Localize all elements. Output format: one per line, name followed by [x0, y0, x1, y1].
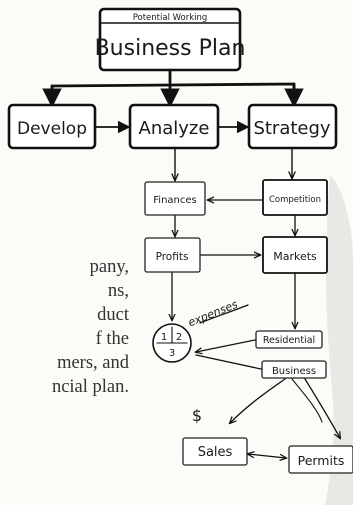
paragraph-line-5: mers, and	[57, 353, 129, 373]
paragraph-line-6: ncial plan.	[51, 377, 129, 397]
fraction-two: 2	[176, 332, 182, 343]
sales-box: Sales	[182, 437, 248, 466]
develop-box: Develop	[7, 103, 97, 150]
analyze-box: Analyze	[128, 103, 220, 150]
title-branches	[42, 68, 304, 108]
dollar-sign: $	[192, 406, 202, 425]
business-label: Business	[272, 366, 316, 377]
strategy-label: Strategy	[253, 118, 330, 139]
expenses-line	[199, 304, 249, 324]
arrow-business-permits	[304, 378, 340, 438]
markets-label: Markets	[273, 250, 317, 263]
fraction-circle: 1 2 3	[152, 323, 192, 363]
strategy-box: Strategy	[247, 103, 338, 150]
competition-label: Competition	[269, 195, 321, 205]
sales-label: Sales	[198, 445, 233, 460]
residential-box: Residential	[255, 330, 323, 349]
finances-box: Finances	[144, 181, 206, 216]
residential-label: Residential	[263, 335, 315, 346]
paragraph-line-2: ns,	[107, 281, 129, 301]
expenses-label: expenses	[186, 298, 240, 330]
paragraph-fragment: pany, ns, duct f the mers, and ncial pla…	[0, 255, 129, 399]
line-business-permits-2	[291, 378, 323, 423]
title-main: Business Plan	[95, 36, 246, 61]
title-caption: Potential Working	[133, 13, 208, 23]
title-box: Potential Working Business Plan	[95, 7, 246, 72]
analyze-label: Analyze	[139, 118, 210, 139]
arrow-business-sales	[230, 378, 286, 423]
markets-box: Markets	[262, 236, 328, 274]
paragraph-line-4: f the	[95, 329, 129, 349]
hand-shadow	[325, 175, 353, 505]
arrow-residential-fraction	[196, 339, 256, 352]
line-business-fraction	[195, 354, 262, 370]
profits-label: Profits	[156, 251, 189, 263]
finances-label: Finances	[153, 195, 196, 206]
profits-box: Profits	[144, 237, 201, 273]
arrow-sales-permits	[248, 454, 286, 458]
paragraph-line-3: duct	[97, 305, 129, 325]
business-box: Business	[261, 360, 327, 379]
paragraph-line-1: pany,	[89, 257, 129, 277]
fraction-three: 3	[169, 348, 175, 359]
develop-label: Develop	[17, 119, 87, 139]
permits-label: Permits	[298, 453, 345, 468]
permits-box: Permits	[288, 445, 353, 474]
fraction-one: 1	[161, 332, 167, 343]
competition-box: Competition	[262, 179, 328, 216]
